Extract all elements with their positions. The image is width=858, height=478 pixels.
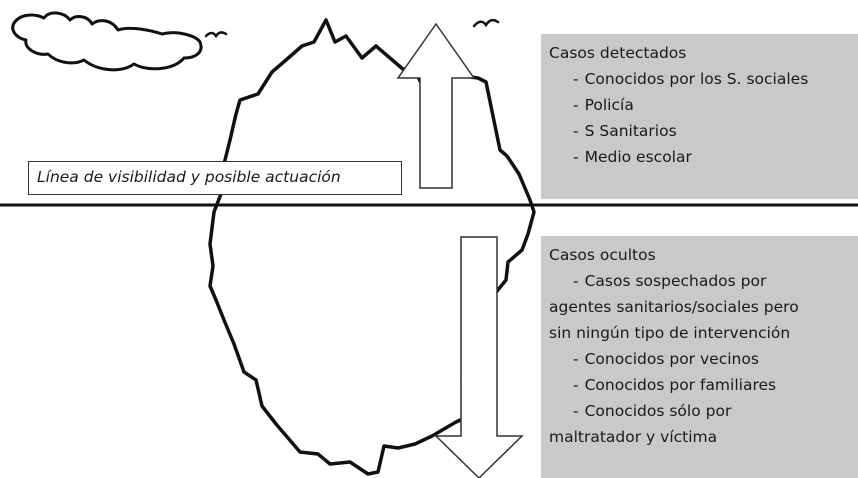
detected-case-item: -Policía [573, 96, 634, 114]
arrow-down-icon [434, 236, 524, 478]
hidden-case-item: -Casos sospechados por [573, 272, 767, 290]
hidden-cases-box: Casos ocultos -Casos sospechados por age… [541, 236, 858, 478]
detected-case-item: -Medio escolar [573, 148, 692, 166]
detected-cases-box: Casos detectados -Conocidos por los S. s… [541, 34, 858, 199]
hidden-case-item-continuation: agentes sanitarios/sociales pero [549, 298, 799, 316]
detected-case-item: -S Sanitarios [573, 122, 677, 140]
visibility-line-label: Línea de visibilidad y posible actuación [28, 161, 402, 195]
detected-case-item: -Conocidos por los S. sociales [573, 70, 809, 88]
cloud-icon [11, 11, 203, 72]
arrow-up-icon [396, 22, 476, 189]
hidden-case-item-continuation: sin ningún tipo de intervención [549, 324, 791, 342]
hidden-case-item: -Conocidos sólo por [573, 402, 732, 420]
hidden-case-item: -Conocidos por vecinos [573, 350, 759, 368]
hidden-cases-heading: Casos ocultos [549, 246, 656, 264]
detected-cases-heading: Casos detectados [549, 44, 687, 62]
hidden-case-item: -Conocidos por familiares [573, 376, 777, 394]
bird-icon [204, 31, 228, 39]
bird-icon [472, 18, 500, 28]
hidden-case-item-continuation: maltratador y víctima [549, 428, 718, 446]
